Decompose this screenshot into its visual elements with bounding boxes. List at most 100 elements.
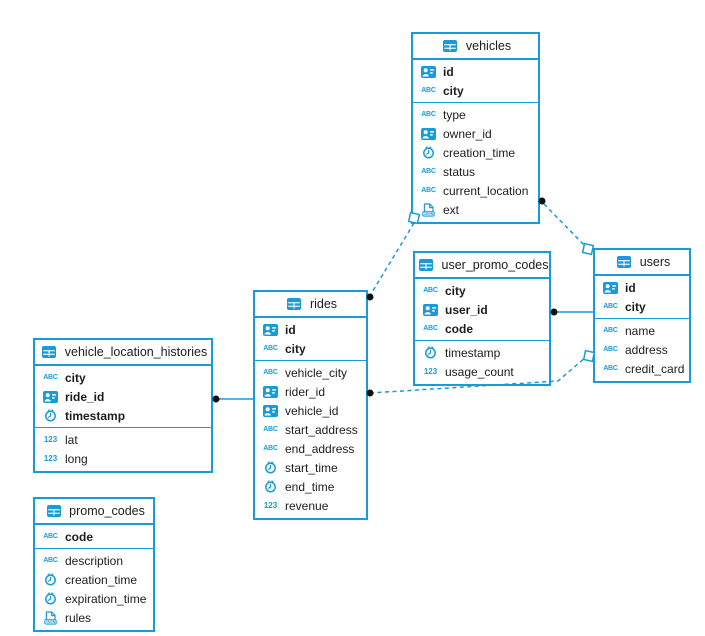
table-title: vehicle_location_histories (64, 345, 208, 359)
table-header[interactable]: rides (255, 292, 366, 318)
table-title: promo_codes (69, 504, 145, 518)
field-name: ext (443, 202, 460, 217)
clock-icon (260, 461, 281, 474)
field-row-current_location: ABC current_location (413, 181, 538, 200)
table-header[interactable]: vehicles (413, 34, 538, 60)
table-header[interactable]: users (595, 250, 689, 276)
field-row-owner_id: owner_id (413, 124, 538, 143)
field-name: timestamp (65, 408, 126, 423)
table-header[interactable]: user_promo_codes (415, 253, 549, 279)
field-row-id: id (595, 278, 689, 297)
table-icon (440, 40, 461, 52)
field-name: revenue (285, 498, 329, 513)
field-row-creation_time: creation_time (35, 570, 153, 589)
table-header[interactable]: promo_codes (35, 499, 153, 525)
field-row-ride_id: ride_id (35, 387, 211, 406)
field-name: city (625, 299, 646, 314)
connection-rides-to-vehicles[interactable] (370, 222, 415, 295)
numeric-icon: 123 (43, 435, 58, 444)
field-name: address (625, 342, 668, 357)
field-name: city (285, 341, 306, 356)
abc-icon: ABC (603, 365, 618, 372)
id-badge-icon (600, 281, 621, 294)
field-row-rider_id: rider_id (255, 382, 366, 401)
id-badge-icon (418, 65, 439, 78)
abc-icon: ABC (263, 426, 278, 433)
field-name: city (445, 283, 466, 298)
field-name: usage_count (445, 364, 514, 379)
clock-icon (418, 146, 439, 159)
abc-icon: ABC (423, 287, 438, 294)
abc-icon: ABC (603, 327, 618, 334)
svg-text:JSON: JSON (46, 620, 56, 624)
table-icon (43, 505, 64, 517)
field-name: start_address (285, 422, 358, 437)
field-row-start_time: start_time (255, 458, 366, 477)
field-name: id (443, 64, 454, 79)
abc-icon: ABC (43, 557, 58, 564)
table-icon (39, 346, 60, 358)
table-title: rides (309, 297, 338, 311)
field-row-description: ABC description (35, 551, 153, 570)
field-name: long (65, 451, 88, 466)
field-row-vehicle_id: vehicle_id (255, 401, 366, 420)
table-title: user_promo_codes (441, 258, 549, 272)
field-row-credit_card: ABC credit_card (595, 359, 689, 378)
field-name: code (445, 321, 474, 336)
field-name: start_time (285, 460, 338, 475)
svg-text:JSON: JSON (424, 212, 434, 216)
field-name: description (65, 553, 124, 568)
connection-square-endpoint (581, 242, 595, 256)
id-badge-icon (40, 390, 61, 403)
field-row-start_address: ABC start_address (255, 420, 366, 439)
abc-icon: ABC (421, 187, 436, 194)
table-icon (416, 259, 437, 271)
table-header[interactable]: vehicle_location_histories (35, 340, 211, 366)
field-name: end_time (285, 479, 335, 494)
abc-icon: ABC (421, 168, 436, 175)
field-name: type (443, 107, 466, 122)
connection-vehicles-to-users[interactable] (543, 203, 586, 247)
field-row-timestamp: timestamp (415, 343, 549, 362)
field-name: current_location (443, 183, 529, 198)
field-name: owner_id (443, 126, 492, 141)
field-name: city (443, 83, 464, 98)
field-name: lat (65, 432, 78, 447)
field-name: id (625, 280, 636, 295)
field-name: ride_id (65, 389, 105, 404)
abc-icon: ABC (43, 533, 58, 540)
field-name: credit_card (625, 361, 685, 376)
table-icon (614, 256, 635, 268)
id-badge-icon (420, 303, 441, 316)
field-row-end_time: end_time (255, 477, 366, 496)
field-row-timestamp: timestamp (35, 406, 211, 425)
id-badge-icon (260, 323, 281, 336)
table-icon (284, 298, 305, 310)
field-name: vehicle_id (285, 403, 339, 418)
